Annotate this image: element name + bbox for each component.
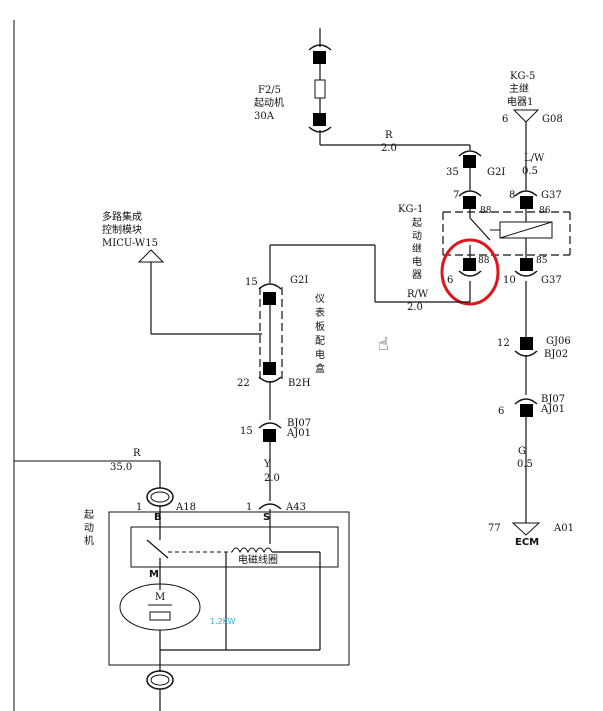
motor-label: M	[155, 592, 165, 603]
ground-symbol-g08	[512, 109, 540, 148]
wire-right-column	[511, 281, 541, 536]
solenoid-label: 电磁线圈	[238, 553, 278, 566]
module-id-label: MICU-W15	[102, 238, 158, 249]
panel-char: 板	[315, 320, 325, 333]
starter-char: 机	[84, 534, 94, 547]
relay-name-label: 电器1	[507, 95, 533, 108]
connector-g2i-top	[458, 145, 482, 190]
connector-label: BJ07	[287, 418, 311, 429]
highlight-circle	[440, 238, 500, 306]
connector-label: G37	[541, 190, 562, 201]
starter-motor-box	[108, 506, 350, 672]
fuse-name-label: 起动机	[254, 96, 284, 109]
ecm-label: ECM	[515, 537, 539, 548]
pin-label: 1	[246, 502, 252, 513]
pin-label: 1	[136, 502, 142, 513]
pin-label: 88	[478, 256, 490, 266]
connector-label: G08	[542, 114, 563, 125]
pin-label: 10	[503, 275, 516, 286]
connector-label: GJ06	[546, 336, 571, 347]
relay-name-char: 动	[412, 230, 422, 242]
pin-label: 6	[498, 406, 504, 417]
wire-label: R/W	[407, 289, 429, 300]
connector-label: AJ01	[540, 404, 565, 415]
connector-label: BJ02	[544, 349, 568, 360]
module-label: 多路集成	[102, 210, 142, 223]
instrument-panel-box	[258, 283, 283, 420]
connector-label: BJ07	[541, 394, 565, 405]
pin-label: 7	[453, 190, 459, 201]
fuse-id-label: F2/5	[258, 85, 281, 96]
wire-size-label: 0.5	[522, 166, 538, 177]
relay-ref-label: KG-5	[510, 71, 535, 82]
relay-name-char: 电	[412, 255, 422, 268]
terminal-b-label: B	[154, 512, 162, 523]
panel-char: 配	[315, 335, 325, 347]
pin-label: 6	[447, 275, 453, 286]
connector-label: G37	[541, 275, 562, 286]
pin-label: 85	[536, 256, 548, 266]
relay-name-char: 继	[412, 242, 422, 255]
starter-char: 动	[84, 522, 94, 534]
connector-label: AJ01	[286, 428, 311, 439]
pin-label: 88	[480, 206, 492, 216]
relay-name-char: 起	[412, 217, 422, 229]
wire-label: L/W	[524, 153, 545, 164]
pin-label: 15	[245, 277, 258, 288]
fuse-rating-label: 30A	[254, 111, 275, 122]
wire-label: Y	[263, 459, 271, 470]
panel-char: 表	[315, 306, 325, 319]
connector-label: A18	[175, 502, 196, 513]
connector-label: G2I	[487, 167, 505, 178]
power-rating-label: 1.2KW	[210, 617, 236, 626]
wire-size-label: 35.0	[110, 462, 132, 473]
pin-label: 77	[488, 523, 501, 534]
wire-label: R	[133, 448, 141, 459]
pin-label: 22	[237, 378, 250, 389]
wire-label: G	[518, 446, 526, 457]
panel-char: 盒	[315, 362, 325, 375]
pin-label: 35	[446, 167, 459, 178]
terminal-m-label: M	[149, 569, 159, 580]
wire-size-label: 2.0	[264, 473, 280, 484]
wire-size-label: 2.0	[381, 143, 397, 154]
wire-size-label: 0.5	[517, 459, 533, 470]
pin-label: 86	[539, 206, 551, 216]
wire-r-w	[269, 244, 471, 303]
fuse-f2-5	[308, 28, 470, 146]
kg1-starter-relay	[442, 190, 571, 277]
micu-module-symbol	[137, 249, 262, 335]
connector-label: G2I	[290, 275, 308, 286]
panel-char: 仪	[315, 293, 325, 305]
relay-ref-label: KG-1	[398, 204, 423, 215]
pin-label: 8	[509, 190, 515, 201]
wire-color-label: R	[385, 130, 393, 141]
connector-label: A43	[285, 502, 306, 513]
connector-label: B2H	[288, 378, 311, 389]
terminal-s-label: S	[263, 512, 270, 523]
relay-name-char: 器	[412, 269, 422, 281]
module-label: 控制模块	[102, 223, 142, 236]
pin-label: 6	[502, 114, 508, 125]
pin-label: 15	[240, 426, 253, 437]
connector-bj07-aj01	[258, 422, 282, 501]
hand-cursor-icon: ☝	[378, 334, 389, 355]
pin-label: 12	[497, 338, 510, 349]
starter-char: 起	[84, 509, 94, 521]
connector-label: A01	[553, 523, 574, 534]
wire-size-label: 2.0	[407, 302, 423, 313]
relay-name-label: 主继	[509, 82, 529, 95]
panel-char: 电	[315, 348, 325, 361]
